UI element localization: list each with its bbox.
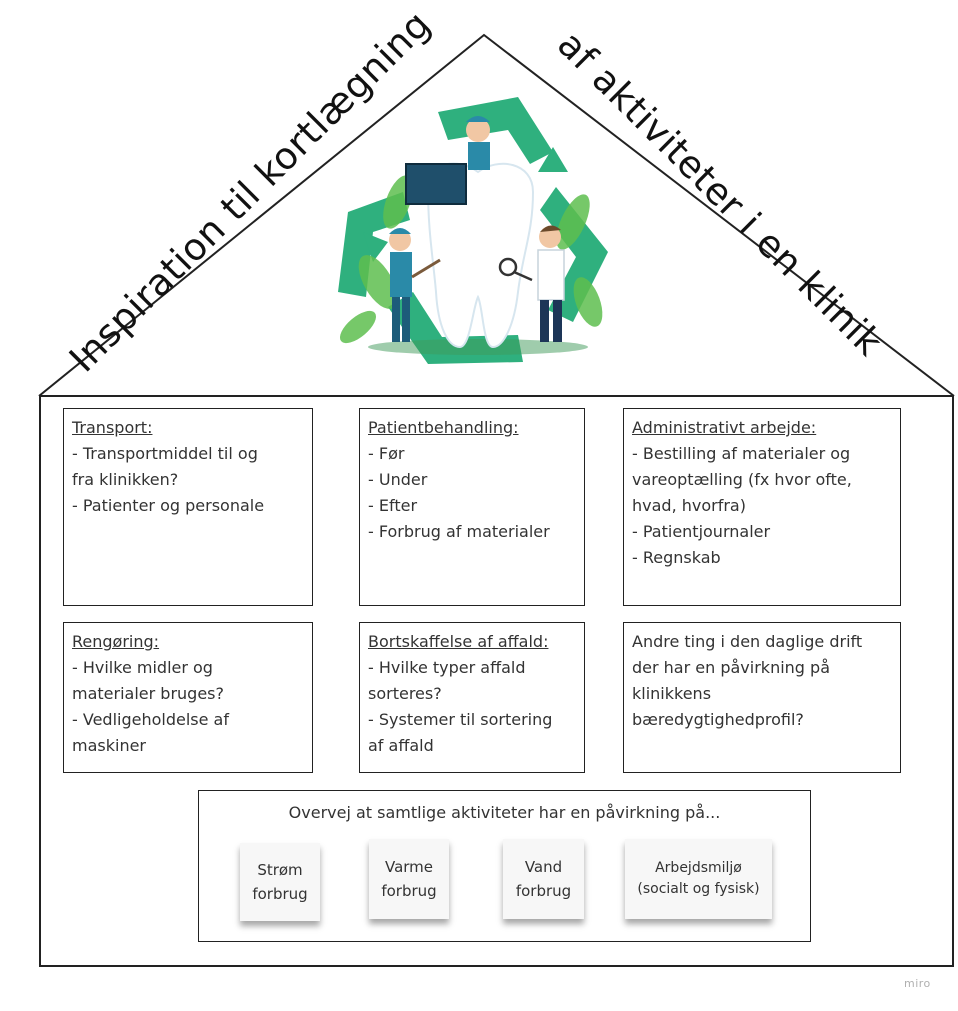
- card-line: bæredygtighedprofil?: [632, 710, 804, 729]
- card-line: - Systemer til sortering: [368, 710, 553, 729]
- tooth-icon: [426, 162, 535, 349]
- card-line: Andre ting i den daglige drift: [632, 632, 863, 651]
- card-line: materialer bruges?: [72, 684, 224, 703]
- sticky-note-water: Vand forbrug: [503, 839, 584, 919]
- card-line: af affald: [368, 736, 434, 755]
- card-line: fra klinikken?: [72, 470, 179, 489]
- note-line: Strøm: [257, 861, 303, 879]
- card-other-operations: Andre ting i den daglige drift der har e…: [623, 622, 901, 773]
- card-line: vareoptælling (fx hvor ofte,: [632, 470, 852, 489]
- note-line: forbrug: [252, 885, 308, 903]
- card-patient-treatment: Patientbehandling: - Før - Under - Efter…: [359, 408, 585, 606]
- card-line: - Forbrug af materialer: [368, 522, 550, 541]
- note-line: forbrug: [381, 882, 437, 900]
- card-line: - Hvilke typer affald: [368, 658, 526, 677]
- card-line: der har en påvirkning på: [632, 658, 830, 677]
- card-administrative-work: Administrativt arbejde: - Bestilling af …: [623, 408, 901, 606]
- note-line: Arbejdsmiljø: [655, 860, 742, 876]
- card-line: - Patienter og personale: [72, 496, 265, 515]
- card-line: - Før: [368, 444, 405, 463]
- card-line: - Efter: [368, 496, 418, 515]
- card-line: - Hvilke midler og: [72, 658, 213, 677]
- card-line: - Transportmiddel til og: [72, 444, 258, 463]
- card-heading: Bortskaffelse af affald:: [368, 632, 549, 651]
- miro-watermark: miro: [904, 977, 931, 990]
- card-heading: Transport:: [72, 418, 153, 437]
- note-line: Vand: [524, 858, 563, 876]
- sticky-note-heat: Varme forbrug: [369, 839, 449, 919]
- card-line: - Patientjournaler: [632, 522, 771, 541]
- house-body: [39, 395, 954, 967]
- card-heading: Patientbehandling:: [368, 418, 519, 437]
- card-line: - Vedligeholdelse af: [72, 710, 229, 729]
- card-cleaning: Rengøring: - Hvilke midler og materialer…: [63, 622, 313, 773]
- card-line: hvad, hvorfra): [632, 496, 746, 515]
- leaves-icon: [339, 175, 603, 344]
- card-line: - Regnskab: [632, 548, 721, 567]
- card-line: - Bestilling af materialer og: [632, 444, 851, 463]
- card-transport: Transport: - Transportmiddel til og fra …: [63, 408, 313, 606]
- consider-impact-box: Overvej at samtlige aktiviteter har en p…: [198, 790, 811, 942]
- card-heading: Administrativt arbejde:: [632, 418, 817, 437]
- consider-impact-text: Overvej at samtlige aktiviteter har en p…: [288, 803, 721, 822]
- card-line: - Under: [368, 470, 428, 489]
- recycling-tooth-illustration: [338, 97, 608, 364]
- x-ray-monitor-icon: [405, 163, 467, 205]
- note-line: Varme: [384, 858, 434, 876]
- card-line: klinikkens: [632, 684, 712, 703]
- card-waste-disposal: Bortskaffelse af affald: - Hvilke typer …: [359, 622, 585, 773]
- note-line: (socialt og fysisk): [637, 881, 760, 897]
- sticky-note-power: Strøm forbrug: [240, 843, 320, 921]
- sticky-note-work-environment: Arbejdsmiljø (socialt og fysisk): [625, 839, 772, 919]
- card-line: maskiner: [72, 736, 146, 755]
- note-line: forbrug: [515, 882, 572, 900]
- card-heading: Rengøring:: [72, 632, 160, 651]
- house-roof: [38, 33, 955, 397]
- card-line: sorteres?: [368, 684, 442, 703]
